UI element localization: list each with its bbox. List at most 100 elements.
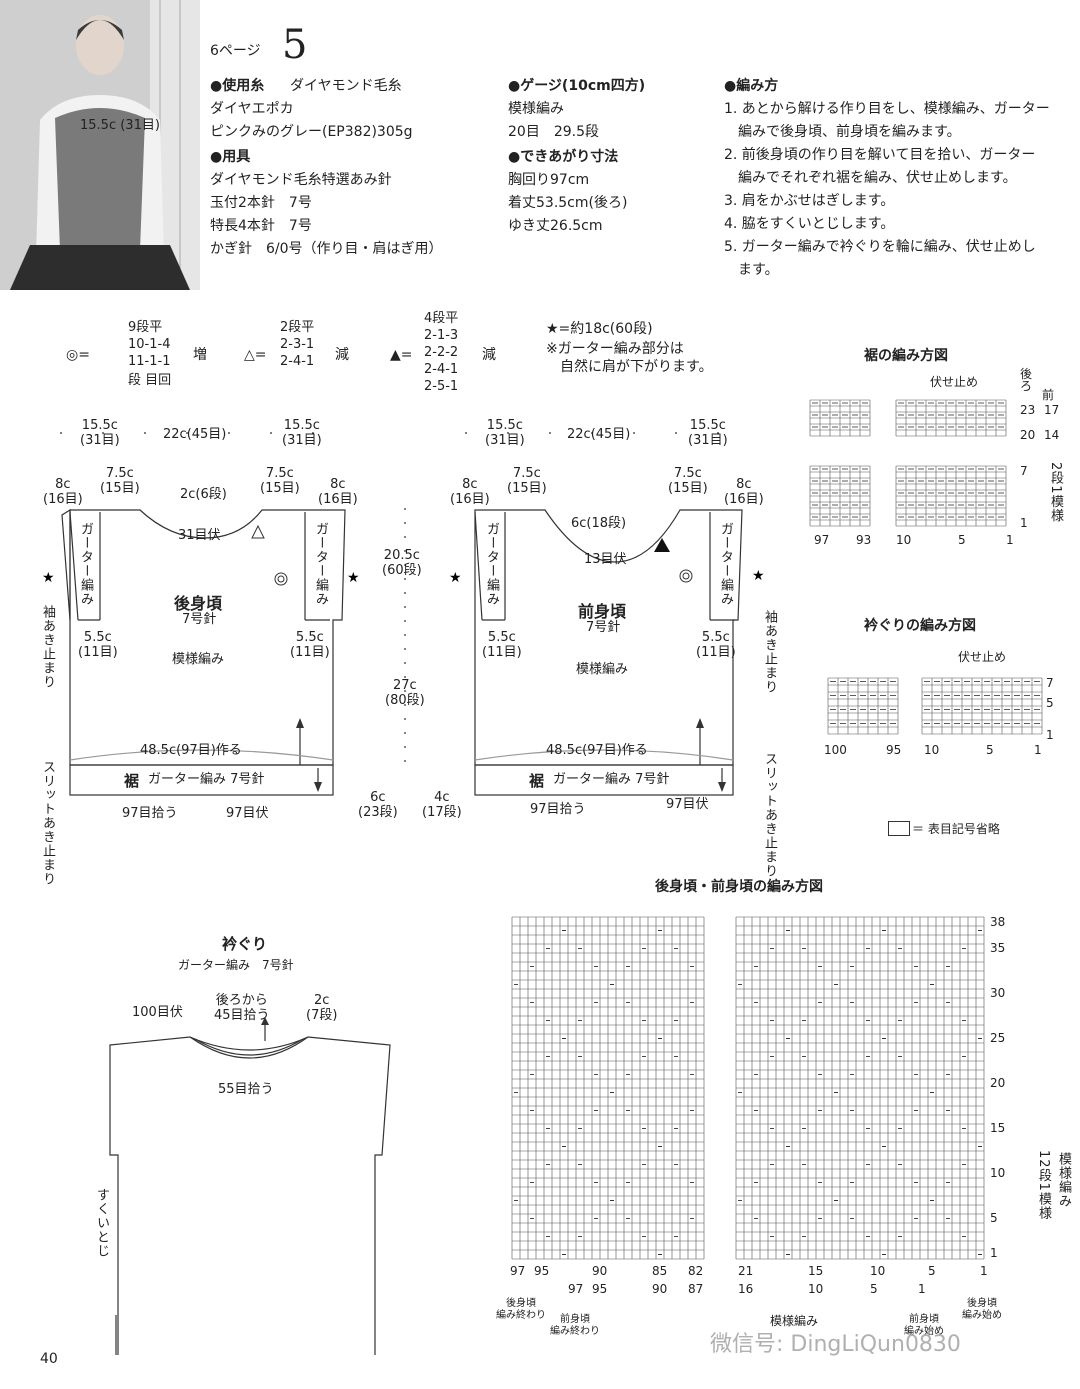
back-top-left-dim: 15.5c (31目): [80, 118, 160, 133]
method-step: ます。: [724, 262, 779, 278]
neck-chart-title: 衿ぐりの編み方図: [864, 618, 976, 634]
hem-back-label: 後ろ: [1020, 367, 1033, 393]
front-shoulder-75c-r: 7.5c (15目): [668, 466, 708, 496]
garter-note: ※ガーター編み部分は: [546, 341, 684, 357]
star-note: ★=約18c(60段): [546, 321, 653, 337]
page-ref: 6ページ: [210, 43, 261, 59]
filled-row: 2-4-1: [424, 362, 459, 377]
gauge-value: 20目 29.5段: [508, 124, 599, 140]
hem-front-dim: 4c (17段): [422, 790, 462, 820]
tri-row: 2-3-1: [280, 337, 315, 352]
seam-label: すくいとじ: [94, 1188, 109, 1258]
svg-text:★: ★: [449, 570, 462, 586]
back-top-right-dim: 15.5c (31目): [282, 418, 322, 448]
front-pattern: 模様編み: [576, 662, 629, 677]
yarn-brand: ダイヤモンド毛糸: [290, 78, 402, 94]
front-armhole-left: 5.5c (11目): [482, 630, 522, 660]
neck-col-label: 95: [886, 743, 902, 757]
filled-row: 4段平: [424, 311, 459, 326]
filled-tri-symbol: ▲=: [390, 347, 413, 363]
back-hem-text: ガーター編み 7号針: [148, 772, 265, 787]
body-row-label: 20: [990, 1076, 1006, 1090]
method-step: 編みでそれぞれ裾を編み、伏せ止めします。: [724, 170, 1017, 186]
neck-row-label: 5: [1046, 696, 1054, 710]
back-garter-left: ガーター編み: [78, 522, 93, 606]
hem-row-label: 20: [1020, 428, 1036, 442]
body-row-label: 5: [990, 1211, 998, 1225]
notation-note: ＝ 表目記号省略: [912, 822, 1000, 836]
size-heading: ●できあがり寸法: [508, 149, 619, 165]
body-chart-title: 後身頃・前身頃の編み方図: [655, 879, 823, 895]
front-slit-open: スリットあき止まり: [762, 752, 777, 878]
body-col-bottom: 87: [688, 1282, 704, 1296]
model-photo: [0, 0, 200, 290]
front-bind: 97目伏: [666, 797, 709, 812]
svg-text:★: ★: [42, 570, 55, 586]
tri-symbol: △=: [244, 347, 267, 363]
filled-label: 減: [482, 347, 496, 363]
back-start-label: 後身頃 編み始め: [962, 1298, 1002, 1321]
hem-col-label: 97: [814, 533, 830, 547]
body-col-top: 1: [980, 1264, 988, 1278]
front-garter-right: ガーター編み: [718, 522, 733, 606]
body-col-bottom: 90: [652, 1282, 668, 1296]
body-col-bottom: 16: [738, 1282, 754, 1296]
tri-row: 2段平: [280, 320, 315, 335]
front-neck-bind: 13目伏: [584, 552, 627, 567]
tool-item: 玉付2本針 7号: [210, 195, 312, 211]
body-col-bottom: 1: [918, 1282, 926, 1296]
body-chart-grid: [511, 916, 985, 1260]
tool-item: ダイヤモンド毛糸特選あみ針: [210, 172, 392, 188]
pattern-number: 5: [282, 22, 308, 68]
back-garter-right: ガーター編み: [313, 522, 328, 606]
circle-label: 増: [193, 347, 207, 363]
hem-col-label: 5: [958, 533, 966, 547]
body-row-label: 25: [990, 1031, 1006, 1045]
garter-note: 自然に肩が下がります。: [560, 359, 713, 375]
back-title: 後身頃: [174, 594, 223, 613]
front-pick: 97目拾う: [530, 802, 586, 817]
watermark: 微信号: DingLiQun0830: [710, 1332, 961, 1357]
neck-col-label: 5: [986, 743, 994, 757]
size-item: ゆき丈26.5cm: [508, 218, 603, 234]
collar-title: 衿ぐり: [222, 935, 268, 953]
yarn-heading: ●使用糸: [210, 78, 265, 94]
collar-depth: 2c (7段): [306, 993, 338, 1023]
body-col-bottom: 95: [592, 1282, 608, 1296]
neck-chart-grid: [827, 677, 1043, 735]
hem-row-label: 1: [1020, 516, 1028, 530]
tools-heading: ●用具: [210, 149, 251, 165]
method-step: 2. 前後身頃の作り目を解いて目を拾い、ガーター: [724, 147, 1036, 163]
body-col-top: 15: [808, 1264, 824, 1278]
back-shoulder-75c-r: 7.5c (15目): [260, 466, 300, 496]
hem-chart-grid: [809, 399, 1007, 527]
page-number: 40: [40, 1351, 58, 1367]
body-col-top: 21: [738, 1264, 754, 1278]
filled-row: 2-5-1: [424, 379, 459, 394]
front-cast-on: 48.5c(97目)作る: [546, 743, 648, 758]
body-col-top: 90: [592, 1264, 608, 1278]
tool-item: かぎ針 6/0号（作り目・肩はぎ用）: [210, 241, 443, 257]
back-armhole-left: 5.5c (11目): [78, 630, 118, 660]
front-hem-title: 裾: [529, 772, 545, 790]
method-step: 4. 脇をすくいとじします。: [724, 216, 895, 232]
body-col-bottom: 5: [870, 1282, 878, 1296]
hem-chart-title: 裾の編み方図: [864, 348, 948, 364]
back-slit-open: スリットあき止まり: [40, 760, 55, 886]
neck-bind-label: 伏せ止め: [958, 650, 1007, 664]
back-end-label: 後身頃 編み終わり: [496, 1298, 546, 1321]
hem-row-label: 23: [1020, 403, 1036, 417]
front-shoulder-75c: 7.5c (15目): [507, 466, 547, 496]
circle-row: 段 目回: [128, 373, 172, 388]
body-repeat-label: 12段1模様: [1036, 1150, 1051, 1220]
body-col-bottom: 10: [808, 1282, 824, 1296]
hem-back-dim: 6c (23段): [358, 790, 398, 820]
hem-col-label: 93: [856, 533, 872, 547]
front-title: 前身頃: [578, 602, 627, 621]
back-top-left-dim-text: 15.5c (31目): [80, 418, 120, 448]
body-row-label: 1: [990, 1246, 998, 1260]
front-end-label: 前身頃 編み終わり: [550, 1314, 600, 1337]
method-heading: ●編み方: [724, 78, 779, 94]
filled-row: 2-2-2: [424, 345, 459, 360]
back-shoulder-8c: 8c (16目): [43, 477, 83, 507]
